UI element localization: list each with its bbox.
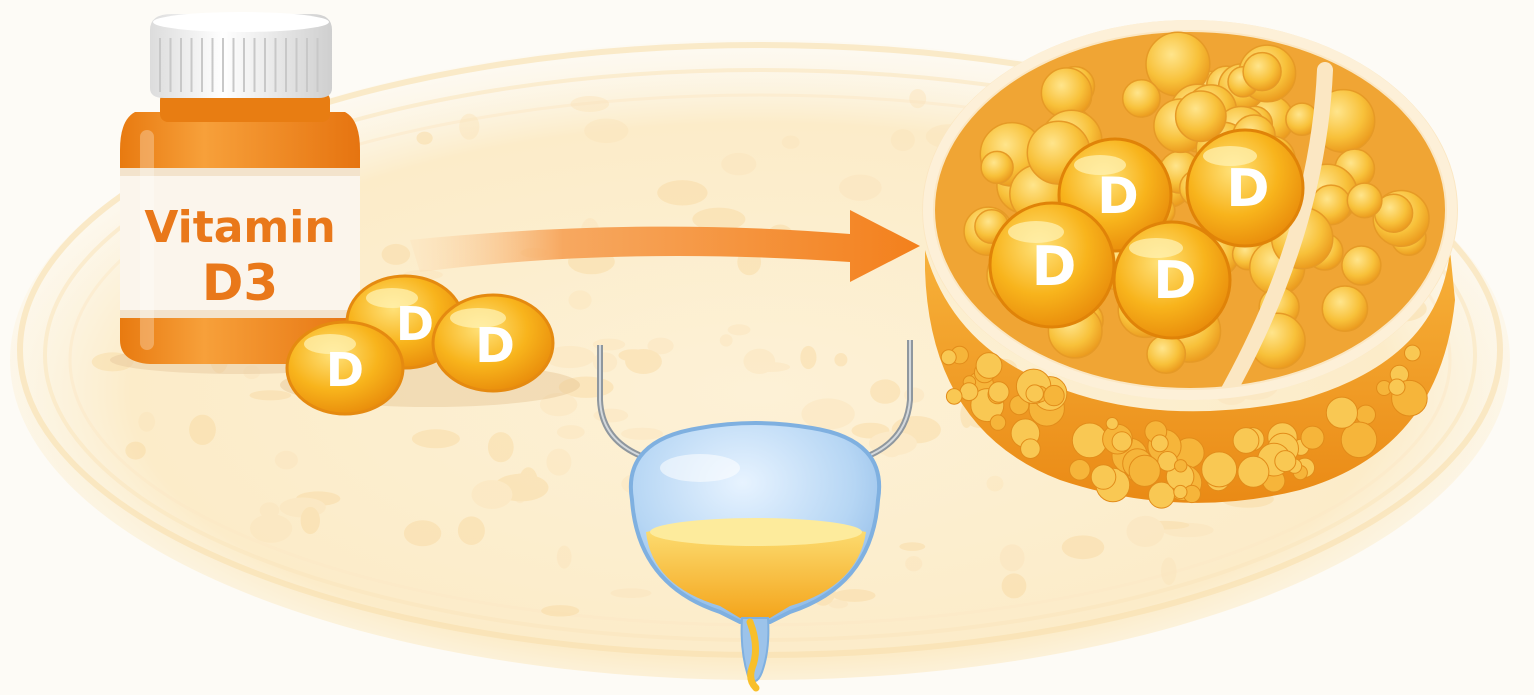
- capsule-icon: D: [433, 295, 553, 391]
- capsule-icon: D: [1187, 130, 1303, 246]
- capsule-icon: D: [990, 203, 1114, 327]
- bottle-label-line2: D3: [202, 254, 278, 312]
- capsule-letter: D: [326, 343, 364, 397]
- capsule-icon: D: [287, 322, 403, 414]
- capsule-letter: D: [475, 318, 515, 374]
- capsule-letter: D: [1153, 251, 1196, 311]
- capsule-letter: D: [396, 297, 434, 351]
- capsule-icon: D: [1114, 222, 1230, 338]
- bottle-label-line1: Vitamin: [144, 202, 335, 253]
- capsule-letter: D: [1097, 167, 1139, 225]
- capsule-letter: D: [1032, 235, 1077, 298]
- vitamin-bottle-icon: [110, 12, 370, 374]
- capsule-letter: D: [1226, 159, 1269, 219]
